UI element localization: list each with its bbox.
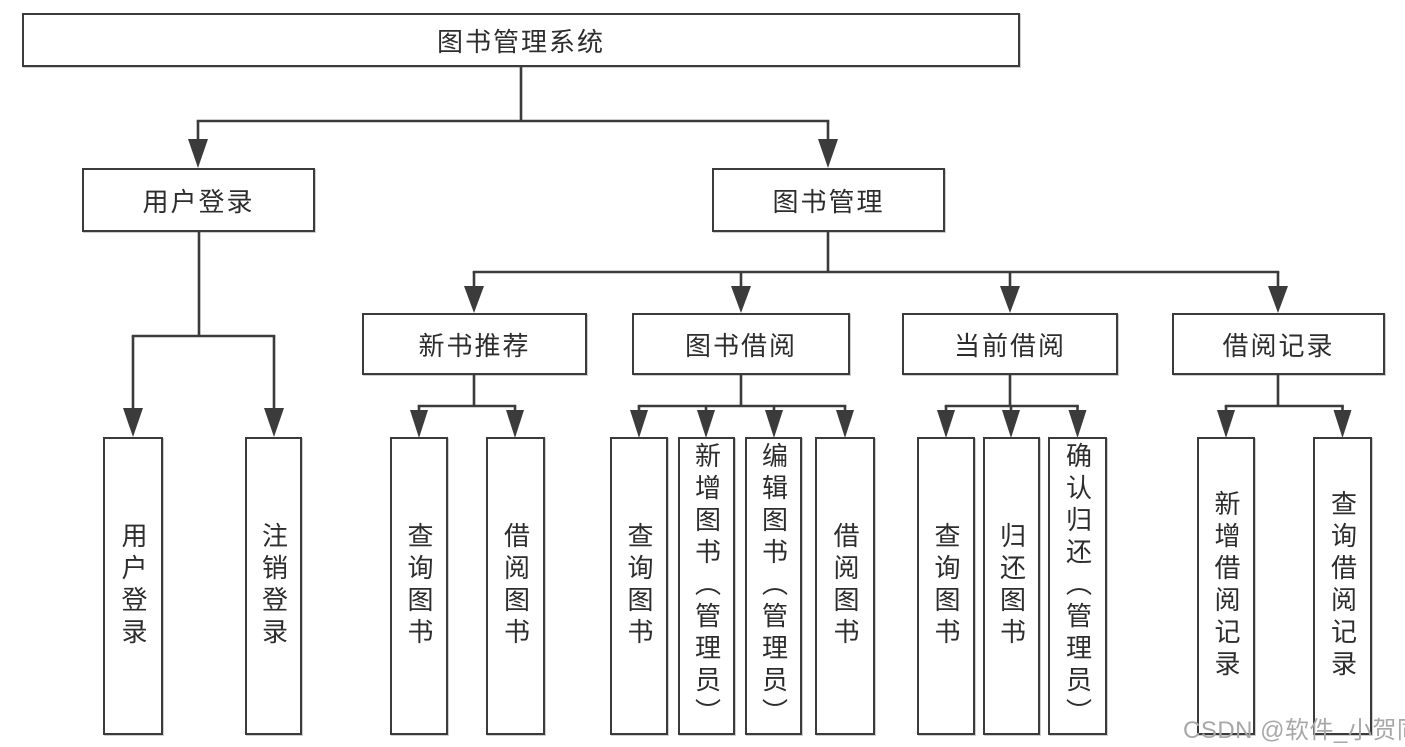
node-borrowing-records: 借阅记录 [1172, 313, 1385, 375]
leaf-add-borrow-record: 新增借阅记录 [1197, 437, 1255, 735]
node-new-book-recommendation: 新书推荐 [362, 313, 587, 375]
node-library-management-system: 图书管理系统 [22, 13, 1020, 67]
node-user-login: 用户登录 [82, 168, 315, 232]
connector-root-to-level2 [188, 67, 838, 168]
leaf-edit-book-admin: 编辑图书（管理员） [745, 437, 802, 735]
csdn-watermark: CSDN @软件_小贺同学 [1183, 717, 1405, 744]
connector-new-books-children [410, 375, 524, 438]
node-book-management: 图书管理 [712, 168, 945, 232]
leaf-return-books: 归还图书 [983, 437, 1040, 735]
leaf-logout: 注销登录 [245, 437, 302, 735]
connector-current-borrow-children [937, 375, 1087, 438]
leaf-query-borrow-record: 查询借阅记录 [1313, 437, 1372, 735]
leaf-user-login: 用户登录 [103, 437, 163, 735]
leaf-query-books-borrow: 查询图书 [610, 437, 668, 735]
connector-book-borrow-children [630, 375, 854, 438]
leaf-query-books-current: 查询图书 [917, 437, 975, 735]
leaf-query-books-recommend: 查询图书 [390, 437, 448, 735]
leaf-add-book-admin: 新增图书（管理员） [678, 437, 735, 735]
leaf-borrow-books: 借阅图书 [815, 437, 875, 735]
node-current-borrowing: 当前借阅 [902, 313, 1118, 375]
connector-borrow-records-children [1217, 375, 1352, 438]
leaf-borrow-books-recommend: 借阅图书 [486, 437, 545, 735]
node-book-borrowing: 图书借阅 [632, 313, 850, 375]
leaf-confirm-return-admin: 确认归还（管理员） [1048, 437, 1107, 735]
connector-book-mgmt-children [464, 232, 1288, 313]
connector-user-login-children [123, 232, 284, 437]
